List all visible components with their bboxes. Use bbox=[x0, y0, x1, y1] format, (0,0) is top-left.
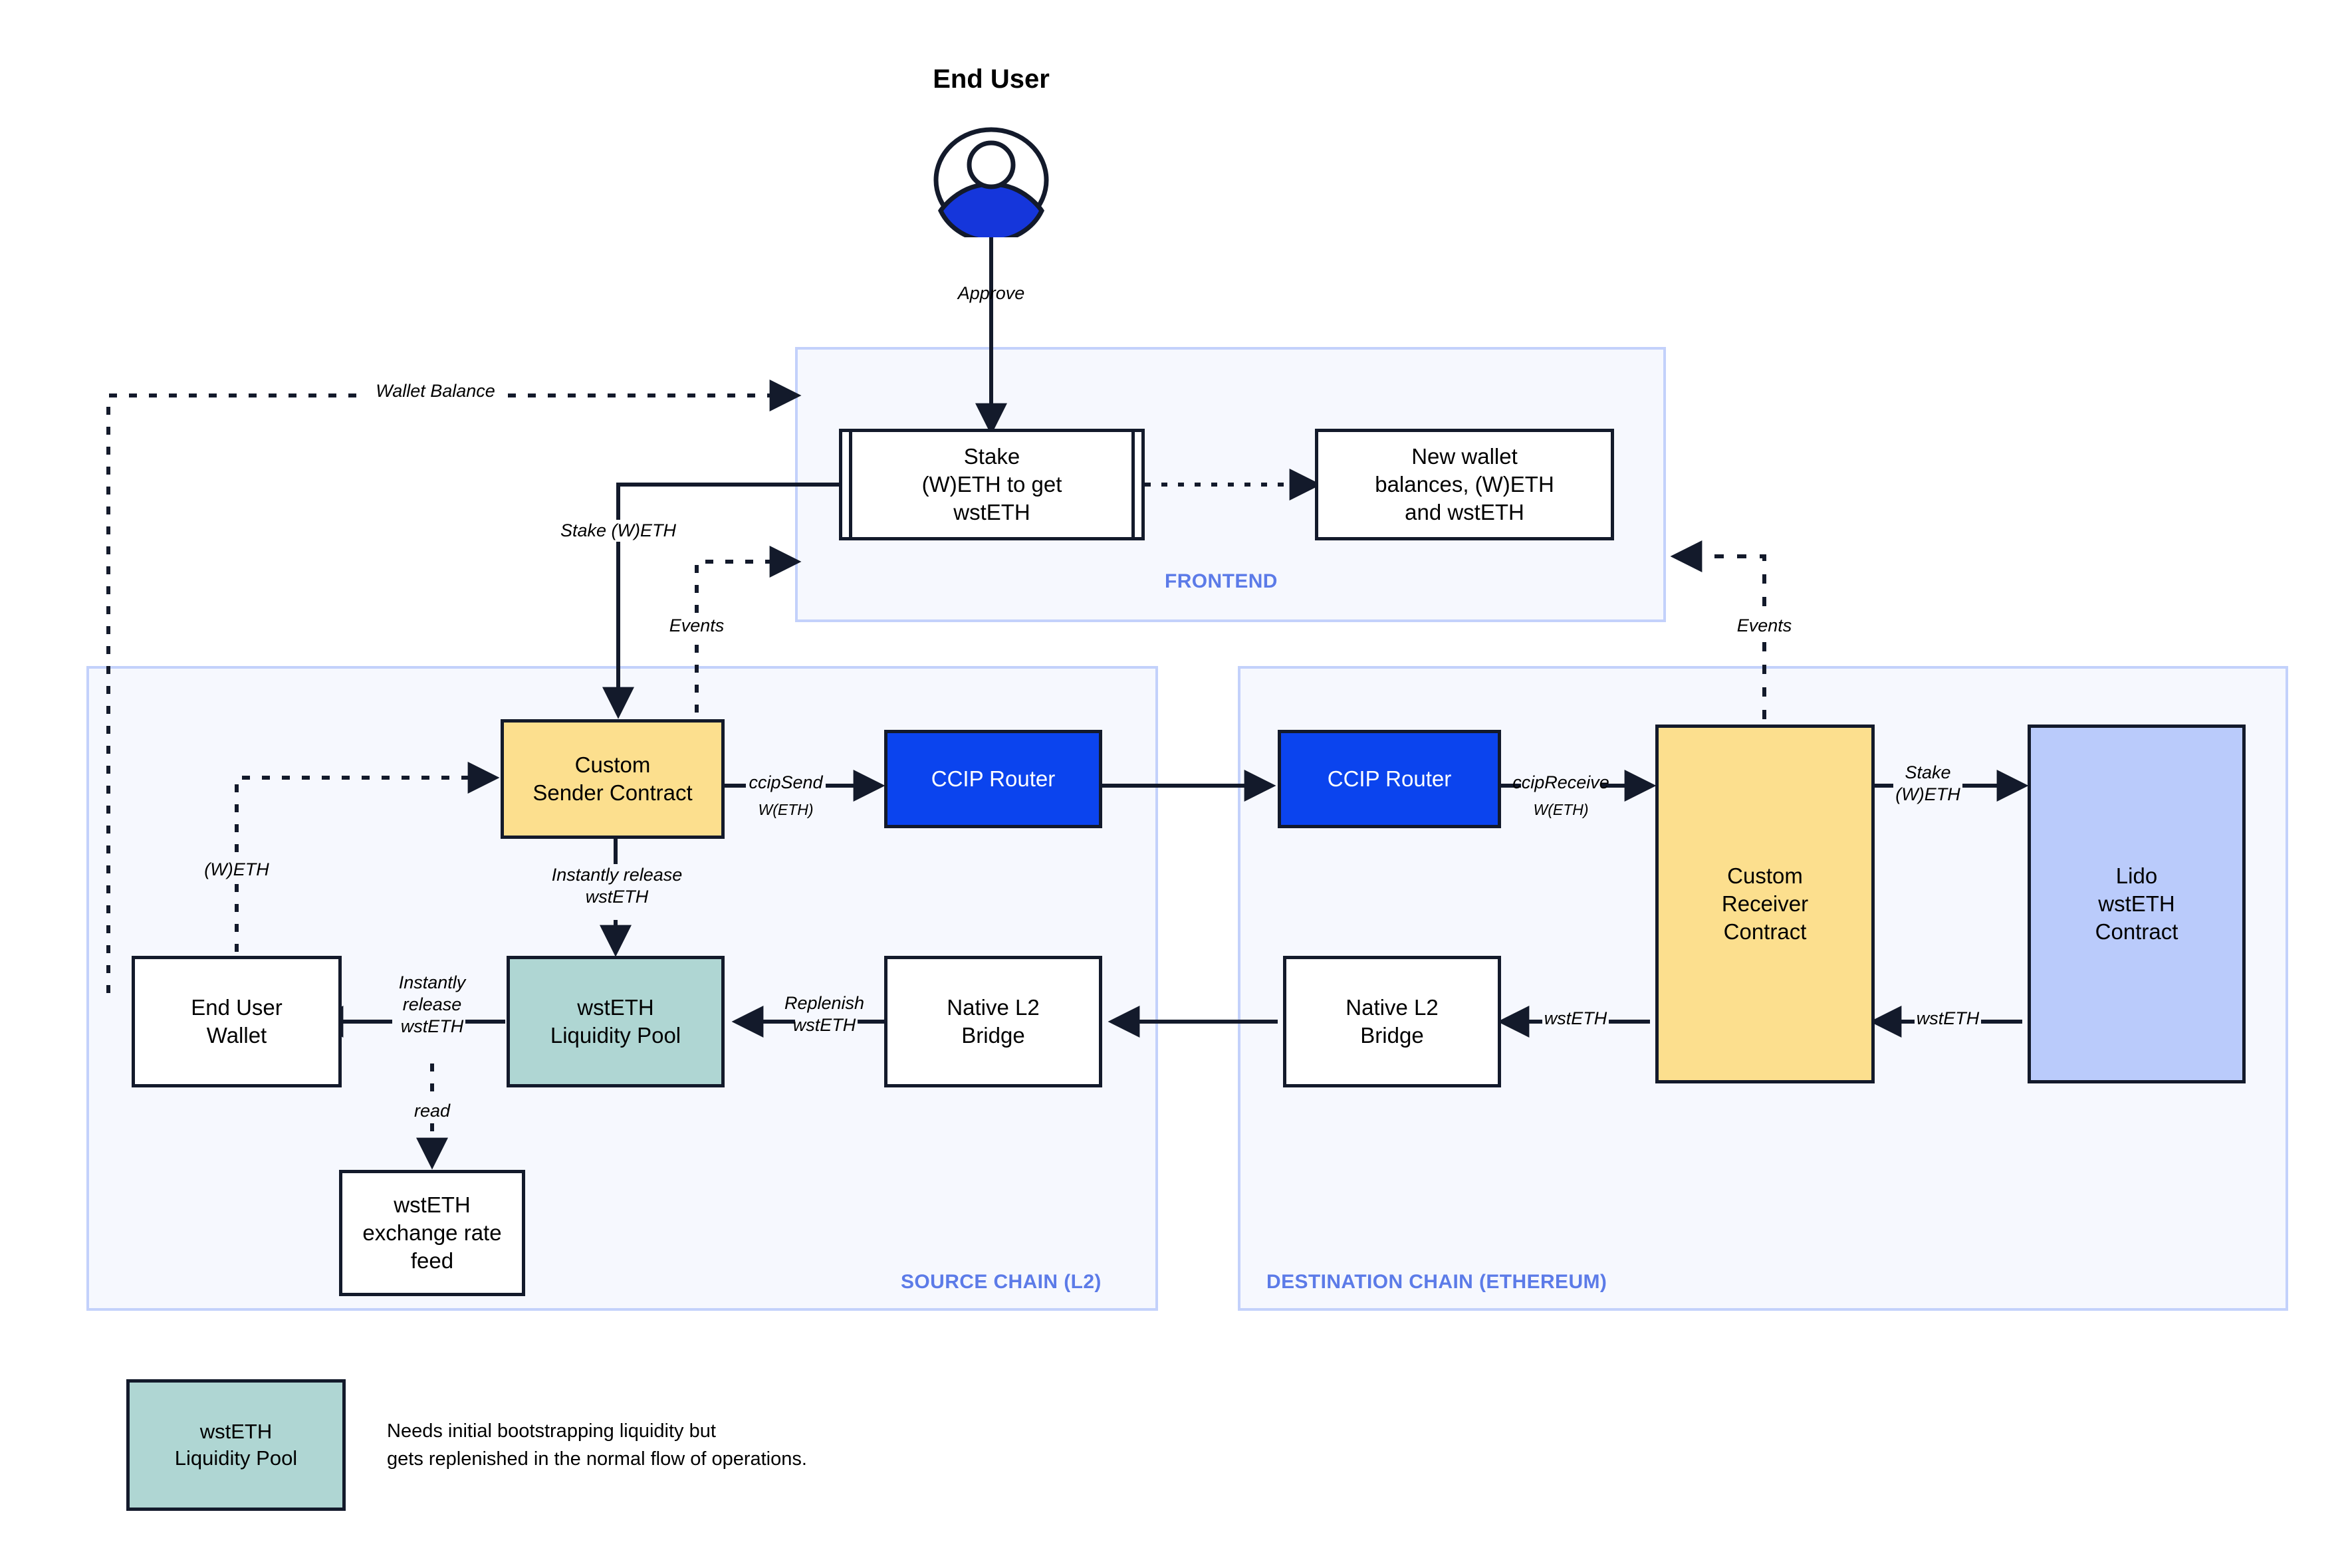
user-avatar-icon bbox=[933, 127, 1049, 237]
node-stake-ui[interactable]: Stake (W)ETH to get wstETH bbox=[839, 429, 1145, 540]
edge-label-wsteth-middle: wstETH bbox=[1544, 1008, 1607, 1028]
edge-label-replenish: Replenish wstETH bbox=[784, 993, 865, 1035]
node-lido-wsteth-contract[interactable]: Lido wstETH Contract bbox=[2028, 725, 2246, 1083]
node-native-l2-bridge-source[interactable]: Native L2 Bridge bbox=[884, 956, 1102, 1087]
node-new-wallet-balances[interactable]: New wallet balances, (W)ETH and wstETH bbox=[1315, 429, 1614, 540]
node-wsteth-liquidity-pool[interactable]: wstETH Liquidity Pool bbox=[507, 956, 725, 1087]
region-label-frontend: FRONTEND bbox=[1165, 570, 1278, 592]
edge-label-approve: Approve bbox=[957, 283, 1025, 303]
edge-label-events-left: Events bbox=[661, 615, 733, 637]
node-wsteth-exchange-rate-feed[interactable]: wstETH exchange rate feed bbox=[339, 1170, 525, 1296]
edge-label-ccip-receive-sub: W(ETH) bbox=[1533, 801, 1589, 818]
edge-label-instantly-release-pool: Instantly release wstETH bbox=[398, 972, 466, 1036]
edge-label-ccip-send-sub: W(ETH) bbox=[758, 801, 814, 818]
edge-label-ccip-receive: ccipReceive bbox=[1512, 772, 1609, 792]
edge-label-instantly-release-sender: Instantly release wstETH bbox=[551, 865, 683, 907]
edge-label-events-right: Events bbox=[1728, 615, 1800, 637]
region-label-destination-chain: DESTINATION CHAIN (ETHEREUM) bbox=[1266, 1271, 1607, 1293]
node-end-user-wallet[interactable]: End User Wallet bbox=[132, 956, 342, 1087]
legend-description: Needs initial bootstrapping liquidity bu… bbox=[387, 1420, 807, 1470]
edge-label-wsteth-right: wstETH bbox=[1916, 1008, 1980, 1028]
edge-label-stake-weth-destination: Stake (W)ETH bbox=[1895, 762, 1960, 804]
node-custom-sender-contract[interactable]: Custom Sender Contract bbox=[501, 719, 725, 839]
node-ccip-router-source[interactable]: CCIP Router bbox=[884, 730, 1102, 828]
page-title: End User bbox=[933, 64, 1050, 94]
edge-label-stake-weth: Stake (W)ETH bbox=[552, 520, 685, 542]
edge-label-weth: (W)ETH bbox=[196, 859, 277, 881]
node-ccip-router-destination[interactable]: CCIP Router bbox=[1278, 730, 1501, 828]
region-label-source-chain: SOURCE CHAIN (L2) bbox=[901, 1271, 1102, 1293]
edge-label-ccip-send: ccipSend bbox=[749, 772, 823, 792]
legend-swatch-wsteth-liquidity-pool: wstETH Liquidity Pool bbox=[126, 1379, 346, 1511]
edge-label-read: read bbox=[406, 1100, 459, 1122]
node-native-l2-bridge-destination[interactable]: Native L2 Bridge bbox=[1283, 956, 1501, 1087]
node-custom-receiver-contract[interactable]: Custom Receiver Contract bbox=[1655, 725, 1875, 1083]
edge-label-wallet-balance: Wallet Balance bbox=[366, 380, 505, 402]
